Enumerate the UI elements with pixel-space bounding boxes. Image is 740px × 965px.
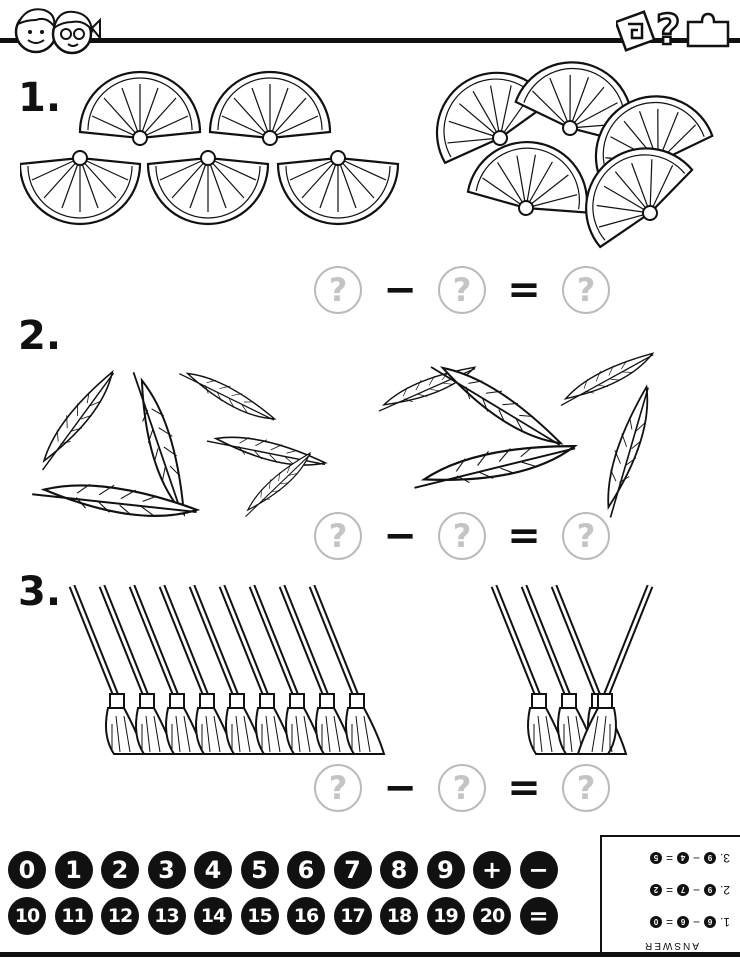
answer-line-3: 3.9−4=5 [606, 851, 730, 865]
number-token[interactable]: 14 [194, 897, 232, 935]
kids-icon [14, 8, 101, 55]
number-token[interactable]: 3 [147, 851, 186, 889]
header-rule [0, 38, 740, 43]
minus-sign-1: − [383, 267, 417, 313]
number-token[interactable]: 10 [8, 897, 46, 935]
answer-key: ANSWER 1.6−6=0 2.9−7=2 3.9−4=5 [600, 835, 740, 953]
number-token[interactable]: 16 [287, 897, 325, 935]
number-token[interactable]: 0 [8, 851, 46, 889]
number-token[interactable]: 13 [147, 897, 186, 935]
number-token[interactable]: 18 [380, 897, 418, 935]
answer-line-2: 2.9−7=2 [606, 883, 730, 897]
equation-1: ? − ? = ? [314, 266, 610, 314]
number-token[interactable]: 17 [333, 897, 372, 935]
equals-sign-1: = [507, 267, 541, 313]
minus-sign-3: − [383, 765, 417, 811]
answer-circle-1r[interactable]: ? [562, 266, 610, 314]
brooms [60, 578, 660, 756]
problem-number-1: 1. [18, 75, 62, 121]
number-token[interactable]: 2 [101, 851, 139, 889]
number-token[interactable]: 9 [426, 851, 465, 889]
number-token[interactable]: = [519, 897, 558, 935]
answer-title: ANSWER [643, 940, 699, 951]
answer-circle-3b[interactable]: ? [438, 764, 486, 812]
equals-sign-3: = [507, 765, 541, 811]
number-token[interactable]: 1 [54, 851, 93, 889]
fans-group-left [20, 70, 400, 226]
number-token[interactable]: 8 [380, 851, 418, 889]
number-token[interactable]: 4 [194, 851, 232, 889]
answer-circle-1b[interactable]: ? [438, 266, 486, 314]
footer-rule [0, 952, 740, 957]
answer-line-1: 1.6−6=0 [606, 915, 730, 929]
number-token[interactable]: 15 [240, 897, 279, 935]
answer-circle-2a[interactable]: ? [314, 512, 362, 560]
number-token[interactable]: 7 [333, 851, 372, 889]
problem-number-3: 3. [18, 569, 62, 615]
number-token[interactable]: 19 [426, 897, 465, 935]
number-token[interactable]: 6 [287, 851, 325, 889]
problem-number-2: 2. [18, 313, 62, 359]
answer-circle-3a[interactable]: ? [314, 764, 362, 812]
equals-sign-2: = [507, 513, 541, 559]
feathers [28, 348, 661, 529]
equation-3: ? − ? = ? [314, 764, 610, 812]
answer-circle-2b[interactable]: ? [438, 512, 486, 560]
minus-sign-2: − [383, 513, 417, 559]
svg-text:?: ? [656, 5, 680, 54]
answer-circle-2r[interactable]: ? [562, 512, 610, 560]
number-token[interactable]: + [473, 851, 511, 889]
number-token[interactable]: − [519, 851, 558, 889]
fans-group-right [430, 58, 718, 259]
answer-circle-3r[interactable]: ? [562, 764, 610, 812]
number-token[interactable]: 11 [54, 897, 93, 935]
puzzle-icon: ? [616, 4, 730, 54]
number-token[interactable]: 5 [240, 851, 279, 889]
equation-2: ? − ? = ? [314, 512, 610, 560]
answer-circle-1a[interactable]: ? [314, 266, 362, 314]
number-token[interactable]: 20 [473, 897, 511, 935]
number-token[interactable]: 12 [101, 897, 139, 935]
